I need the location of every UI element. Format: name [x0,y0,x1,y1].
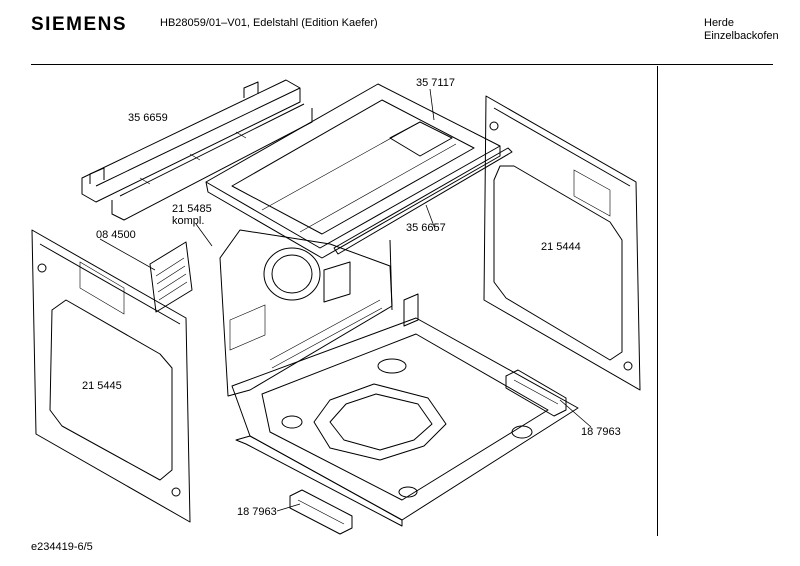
brand-logo: SIEMENS [31,14,128,35]
label-front-rail: 35 6657 [406,222,446,234]
label-left-side: 21 5445 [82,380,122,392]
category-label: Herde Einzelbackofen [704,17,779,43]
model-title: HB28059/01–V01, Edelstahl (Edition Kaefe… [160,17,378,29]
hinge-front-part [289,489,353,535]
front-rail-part [333,147,513,255]
label-right-side: 21 5444 [541,241,581,253]
hinge-right-part [505,369,567,417]
label-fan-cover: 21 5485 kompl. [172,203,212,227]
oven-cavity-part [219,229,393,397]
header-divider [31,64,773,65]
category-line-1: Herde [704,17,734,29]
label-grille: 08 4500 [96,229,136,241]
top-rail-part [81,79,313,221]
right-side-panel-part [483,95,641,391]
category-line-2: Einzelbackofen [704,30,779,42]
label-rail-top: 35 6659 [128,112,168,124]
grille-part [149,241,193,313]
label-hinge-right: 18 7963 [581,426,621,438]
label-hinge-front: 18 7963 [237,506,277,518]
side-divider [657,66,658,536]
label-top-cover: 35 7117 [416,77,455,89]
label-fan-cover-note: kompl. [172,215,205,227]
label-fan-cover-number: 21 5485 [172,203,212,215]
left-side-panel-part [31,229,191,523]
leader-lines [99,88,592,512]
drawing-id: e234419-6/5 [31,541,93,553]
oven-floor-part [231,293,579,527]
